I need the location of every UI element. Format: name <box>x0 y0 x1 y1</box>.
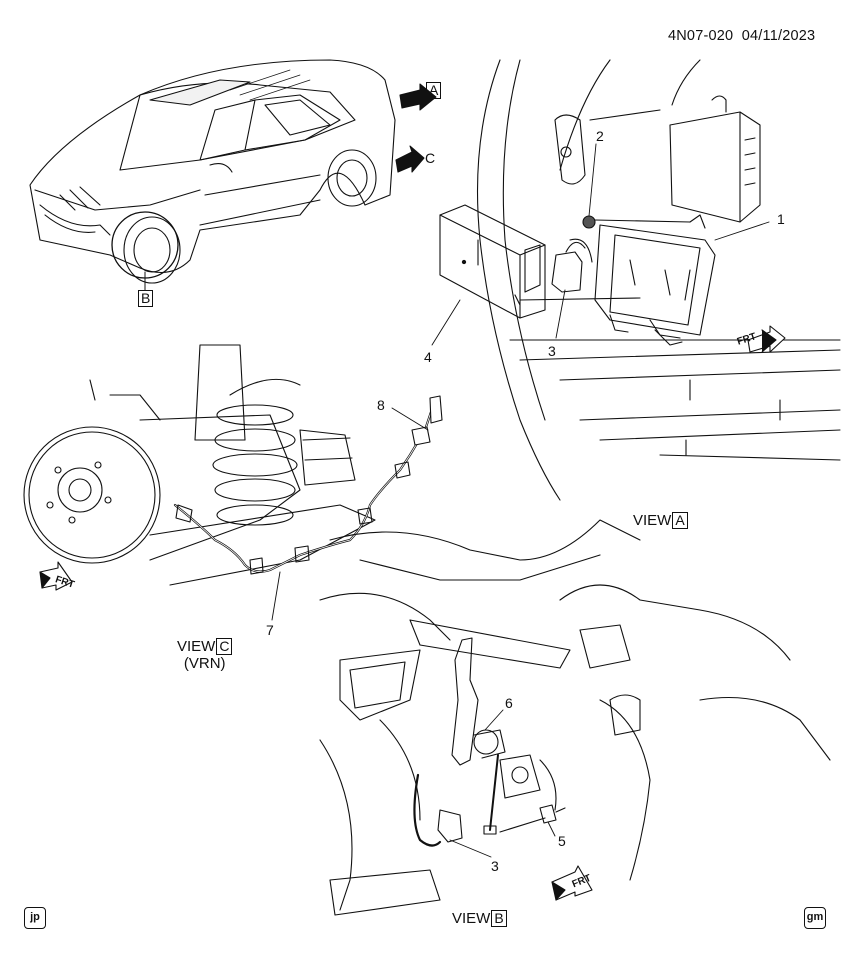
view-a-illustration <box>439 59 841 501</box>
callout-2: 2 <box>596 128 604 144</box>
callout-6: 6 <box>505 695 513 711</box>
callout-1: 1 <box>777 211 785 227</box>
doc-id: 4N07-020 <box>668 28 734 44</box>
view-b-illustration <box>319 519 831 916</box>
view-c-note: (VRN) <box>183 655 226 672</box>
view-c-prefix: VIEW <box>177 638 216 655</box>
leader-lines <box>271 143 770 858</box>
diagram-header: 4N07-020 04/11/2023 <box>668 28 815 44</box>
doc-date: 04/11/2023 <box>741 28 816 44</box>
callout-8: 8 <box>377 397 385 413</box>
vehicle-illustration <box>29 59 396 284</box>
callout-3-bottom: 3 <box>491 858 499 874</box>
callout-5: 5 <box>558 833 566 849</box>
view-c-arrow <box>395 145 425 173</box>
callout-4: 4 <box>424 349 432 365</box>
callout-3-top: 3 <box>548 343 556 359</box>
gm-logo-icon: gm <box>804 907 826 929</box>
frt-arrows <box>39 325 786 901</box>
view-a-letter: A <box>672 512 688 529</box>
view-b-letter: B <box>491 910 507 927</box>
view-c-illustration <box>23 344 443 586</box>
jp-badge: jp <box>24 907 46 929</box>
view-c-letter: C <box>216 638 233 655</box>
view-a-prefix: VIEW <box>633 512 672 529</box>
vehicle-marker-b: B <box>138 290 154 307</box>
view-b-prefix: VIEW <box>452 910 491 927</box>
callout-7: 7 <box>266 622 274 638</box>
vehicle-marker-a: A <box>426 82 442 99</box>
vehicle-marker-c: C <box>425 150 436 166</box>
